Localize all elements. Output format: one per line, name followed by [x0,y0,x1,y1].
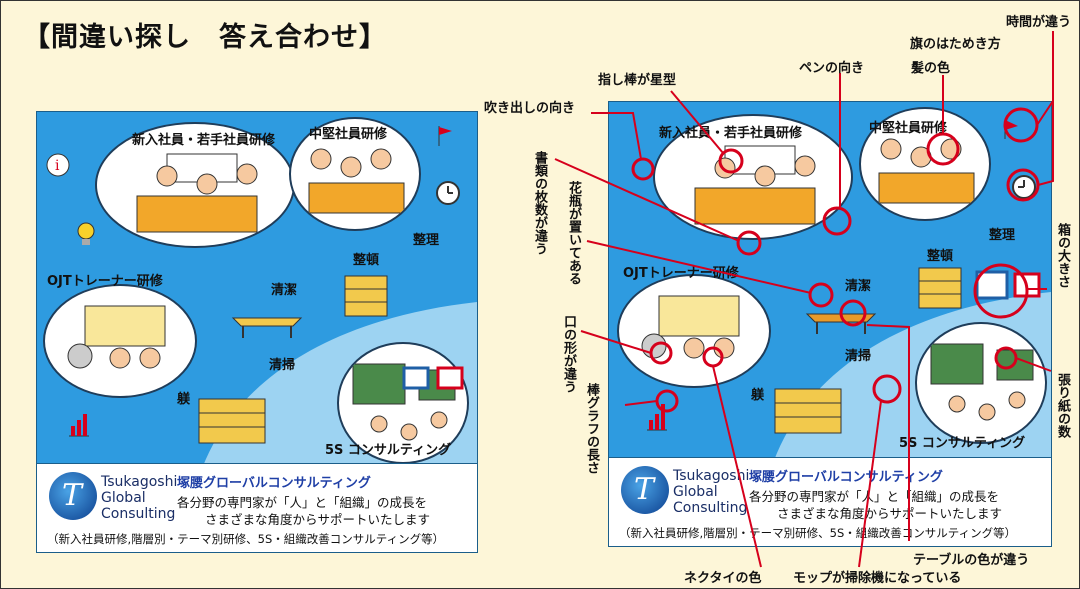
label-mid-career-2: 中堅社員研修 [869,121,948,136]
bar-graph-icon-2 [647,404,667,431]
ann-mouth: 口の形が違う [561,315,576,393]
bar-graph-icon [69,414,89,437]
consulting-circle-2 [915,322,1047,444]
logo-text: Tsukagoshi Global Consulting [101,474,178,522]
shelf-icon-4 [774,388,842,434]
table-icon [231,317,303,338]
clock-icon [436,181,460,205]
ann-hair: 髪の色 [911,61,951,76]
label-seiton-2: 整頓 [927,249,954,264]
label-seisou-2: 清掃 [845,349,872,364]
ojt-circle-2 [617,274,771,388]
answer-panel: 新入社員・若手社員研修 中堅社員研修 OJTトレーナー研修 整理 整頓 清潔 清… [608,101,1052,547]
mid-career-circle [289,117,421,231]
label-seiton: 整頓 [353,253,380,268]
ann-bar-graph: 棒グラフの長さ [584,383,599,474]
ojt-circle [43,284,197,398]
ann-table: テーブルの色が違う [913,553,1030,568]
table-icon-2 [805,313,877,334]
company-logo-2: T [621,466,669,514]
ann-flag: 旗のはためき方 [910,37,1001,52]
ann-box: 箱の大きさ [1055,223,1070,288]
label-shitsuke: 躾 [177,392,191,407]
shelf-icon-2 [198,398,266,444]
company-name-2: 塚腰グローバルコンサルティング [749,470,943,485]
lightbulb-icon [77,222,95,245]
label-new-employee: 新入社員・若手社員研修 [132,133,276,148]
shelf-icon-3 [918,267,962,309]
original-panel: i 新入社員・若手社員研修 中堅社員研修 OJTトレーナー研修 整理 整頓 清潔… [36,111,478,553]
ann-documents: 書類の枚数が違う [532,151,547,255]
ann-time: 時間が違う [1006,15,1072,30]
ann-bubble: 吹き出しの向き [484,101,576,116]
svg-text:i: i [55,158,60,174]
tagline-1: 各分野の専門家が「人」と「組織」の成長を [177,495,428,510]
tagline-2-2: さまざまな角度からサポートいたします [777,506,1003,521]
ann-pointer: 指し棒が星型 [598,73,677,88]
new-employee-circle [95,122,295,248]
label-new-employee-2: 新入社員・若手社員研修 [659,126,803,141]
clock-icon-2 [1012,175,1036,199]
label-seiri-2: 整理 [989,228,1016,243]
label-shitsuke-2: 躾 [751,388,765,403]
boxes-icon [402,366,464,390]
label-seiketsu-2: 清潔 [845,279,872,294]
tagline-2: さまざまな角度からサポートいたします [205,512,431,527]
label-seiketsu: 清潔 [271,283,298,298]
footer: T Tsukagoshi Global Consulting 塚腰グローバルコン… [37,463,477,552]
tagline-3-2: （新入社員研修,階層別・テーマ別研修、5S・組織改善コンサルティング等） [619,526,1017,540]
ann-mop: モップが掃除機になっている [793,571,962,586]
tagline-3: （新入社員研修,階層別・テーマ別研修、5S・組織改善コンサルティング等） [47,532,445,546]
flag-icon-2 [1004,119,1018,139]
info-icon: i [46,153,70,177]
flag-icon [438,126,452,146]
label-consulting: 5S コンサルティング [325,443,452,458]
label-consulting-2: 5S コンサルティング [899,436,1026,451]
label-ojt: OJTトレーナー研修 [47,274,163,289]
label-seiri: 整理 [413,233,440,248]
mid-career-circle-2 [859,107,991,221]
company-logo: T [49,472,97,520]
boxes-icon-2 [975,270,1041,300]
ann-vase: 花瓶が置いてある [566,181,581,285]
label-mid-career: 中堅社員研修 [309,127,388,142]
label-seisou: 清掃 [269,358,296,373]
logo-text-2: Tsukagoshi Global Consulting [673,468,750,516]
shelf-icon [344,275,388,317]
ann-pen: ペンの向き [799,61,865,76]
company-name: 塚腰グローバルコンサルティング [177,476,371,491]
label-ojt-2: OJTトレーナー研修 [623,266,739,281]
footer-2: T Tsukagoshi Global Consulting 塚腰グローバルコン… [609,457,1051,546]
page-title: 【間違い探し 答え合わせ】 [23,22,387,53]
ann-paper: 張り紙の数 [1055,373,1070,438]
ann-tie: ネクタイの色 [684,571,762,586]
